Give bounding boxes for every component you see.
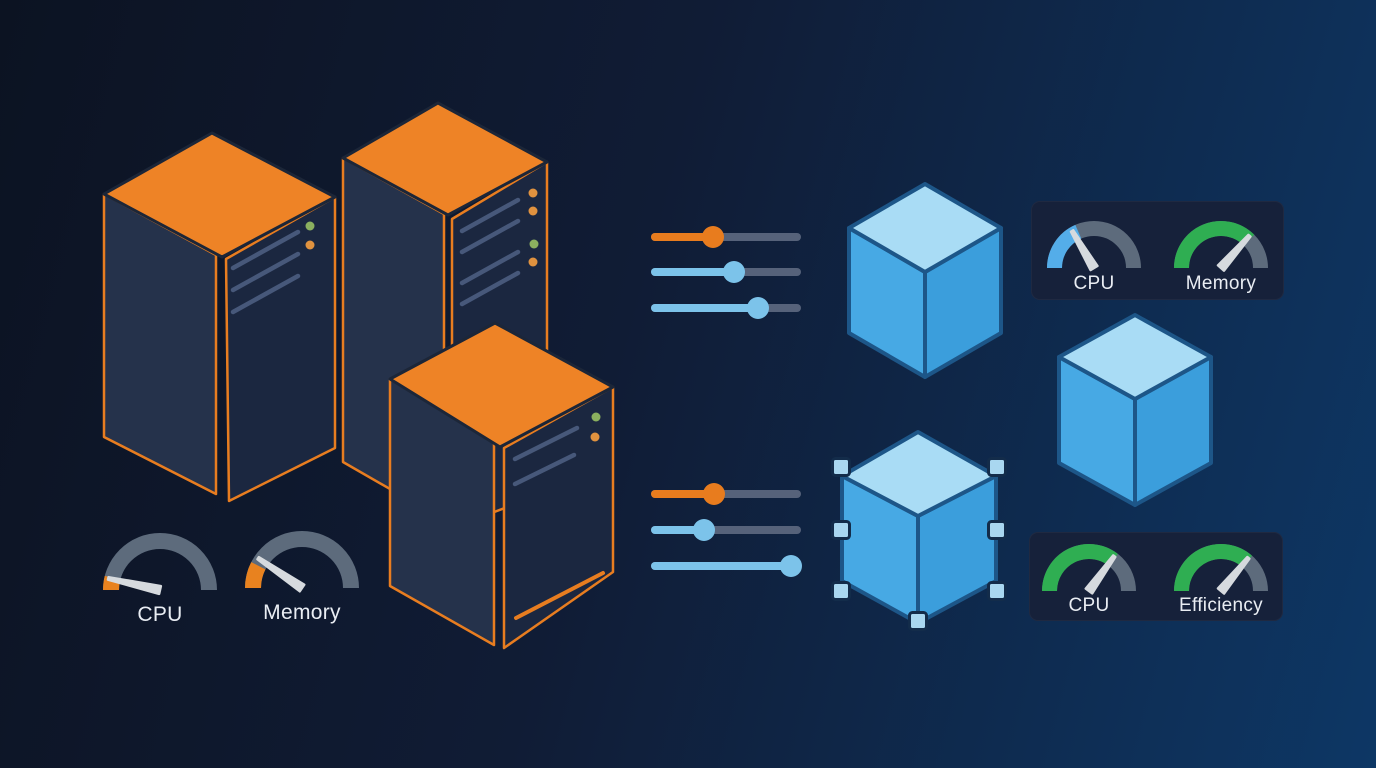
gauge-label: Efficiency	[1179, 595, 1263, 616]
slider-memory-bottom[interactable]	[651, 518, 801, 542]
slider-cpu-top[interactable]	[651, 225, 801, 249]
slider-memory-top[interactable]	[651, 260, 801, 284]
gauge-meter-icon	[1174, 221, 1268, 272]
server-vent-lines	[230, 229, 301, 315]
resize-handle[interactable]	[831, 520, 851, 540]
gauge-meter-icon	[245, 531, 359, 593]
slider-storage-bottom[interactable]	[651, 554, 802, 578]
gauge-meter-icon	[1042, 544, 1136, 595]
led-green-icon	[305, 221, 315, 231]
gauge-needle	[1216, 555, 1251, 595]
led-orange-icon	[305, 240, 315, 250]
metrics-panel-top: CPU Memory	[1031, 201, 1284, 300]
server-vent-lines	[512, 425, 580, 487]
gauge-label: Memory	[263, 601, 341, 624]
gauge-label: CPU	[1068, 595, 1110, 616]
server-tower-icon-1	[102, 131, 337, 503]
gauge-meter-icon	[1047, 221, 1141, 272]
gauge-label: CPU	[1073, 273, 1115, 294]
led-orange-icon	[528, 206, 538, 216]
metrics-panel-bottom: CPU Efficiency	[1029, 532, 1283, 621]
gauge-needle	[106, 575, 163, 596]
memory-gauge: Memory	[242, 528, 362, 625]
gauge-label: CPU	[137, 603, 183, 626]
slider-storage-top[interactable]	[651, 296, 801, 320]
cube-icon-2	[1057, 313, 1213, 507]
cpu-gauge: CPU	[100, 530, 220, 627]
resize-handle[interactable]	[987, 457, 1007, 477]
led-orange-icon	[528, 188, 538, 198]
selection-handles[interactable]	[831, 457, 1007, 631]
cube-selected-icon	[831, 430, 1007, 631]
led-orange-icon	[528, 257, 538, 267]
gauge-meter-icon	[103, 533, 217, 596]
resize-handle[interactable]	[908, 611, 928, 631]
cube-icon-1	[847, 182, 1003, 379]
server-base-trim	[514, 571, 605, 620]
led-green-icon	[591, 412, 601, 422]
server-vent-lines	[459, 197, 521, 307]
gauge-meter-icon	[1174, 544, 1268, 595]
led-orange-icon	[590, 432, 600, 442]
resize-handle[interactable]	[987, 520, 1007, 540]
resize-handle[interactable]	[831, 457, 851, 477]
gauge-label: Memory	[1185, 273, 1257, 294]
server-tower-icon-3	[388, 321, 615, 650]
slider-cpu-bottom[interactable]	[651, 482, 801, 506]
gauge-needle	[1216, 233, 1252, 272]
gauge-needle	[256, 555, 306, 593]
gauge-needle	[1084, 554, 1117, 595]
resize-handle[interactable]	[987, 581, 1007, 601]
led-green-icon	[529, 239, 539, 249]
gauge-needle	[1069, 229, 1099, 272]
resize-handle[interactable]	[831, 581, 851, 601]
